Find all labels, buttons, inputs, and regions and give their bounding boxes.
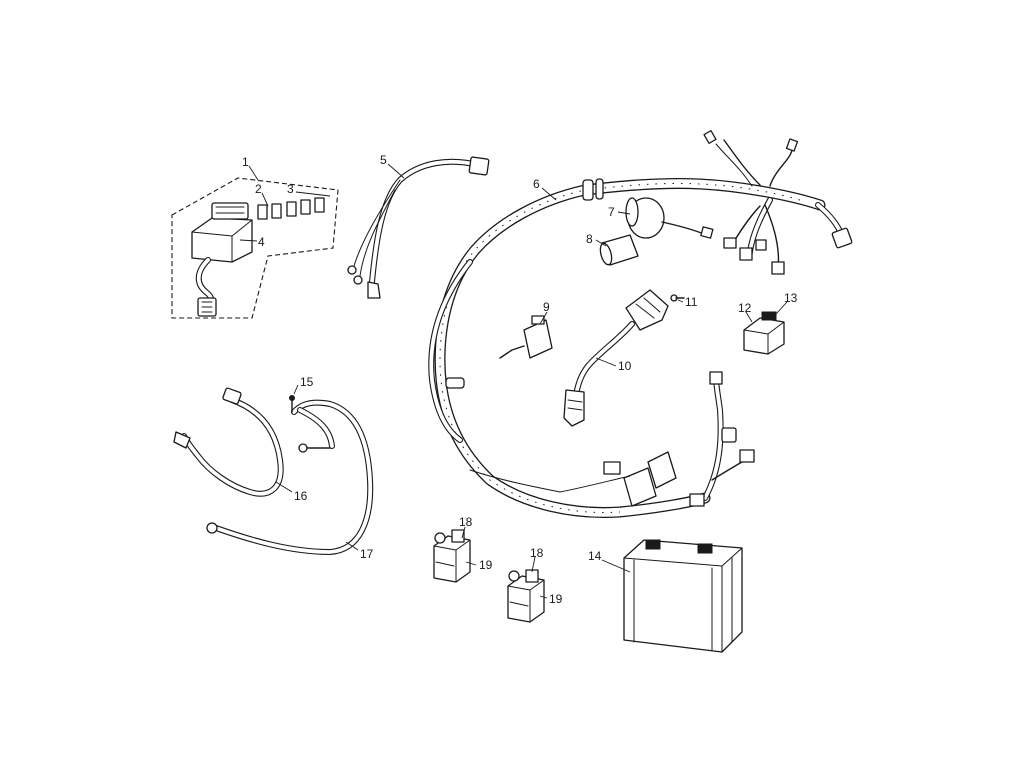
fuse [271, 203, 282, 219]
label-part-16: 16 [294, 489, 308, 503]
fuse [300, 199, 311, 215]
battery [623, 539, 743, 653]
label-part-11: 11 [685, 295, 698, 309]
battery-terminal-positive [697, 543, 713, 554]
harness-connector [721, 427, 737, 443]
relay-bolt [508, 570, 520, 582]
ring-terminal [353, 275, 363, 285]
harness-grommet [445, 377, 465, 389]
fuse-holder-cover [211, 202, 249, 220]
harness-relay-block [647, 451, 677, 489]
harness-grommet [595, 178, 604, 200]
label-part-3: 3 [287, 182, 294, 196]
harness-connector [603, 461, 621, 475]
relay-body [507, 575, 545, 623]
label-part-8: 8 [586, 232, 593, 246]
harness-connector [755, 239, 767, 251]
label-part-18-left: 18 [459, 515, 473, 529]
label-part-13: 13 [784, 291, 798, 305]
ring-terminal [347, 265, 357, 275]
spark-plug-cap [563, 389, 585, 427]
coil-cap-face [625, 197, 639, 227]
bullet-connector [785, 138, 799, 152]
harness-connector [689, 493, 705, 507]
label-part-18-right: 18 [530, 546, 544, 560]
fuse-box-assembly [171, 177, 339, 319]
label-part-9: 9 [543, 300, 550, 314]
label-part-17: 17 [360, 547, 374, 561]
label-part-10: 10 [618, 359, 632, 373]
harness-grommet [582, 179, 594, 201]
harness-connector [739, 449, 755, 463]
harness-connector [709, 371, 723, 385]
battery-terminal-negative [645, 539, 661, 550]
cable-terminal-boot [222, 387, 242, 405]
relay-right [507, 569, 545, 623]
label-part-19-left: 19 [479, 558, 493, 572]
label-part-5: 5 [380, 153, 387, 167]
sub-harness-plug [367, 281, 381, 299]
cdi-module-terminals [761, 311, 777, 321]
fuse [257, 204, 268, 220]
main-wire-harness [428, 130, 853, 518]
leader-lines [239, 163, 788, 599]
harness-connector [771, 261, 785, 275]
label-part-7: 7 [608, 205, 615, 219]
relay-bracket [451, 529, 465, 543]
label-part-6: 6 [533, 177, 540, 191]
headlight-connector [831, 227, 853, 249]
sensor-cap [531, 315, 545, 325]
label-part-1: 1 [242, 155, 249, 169]
sensor-body [523, 319, 553, 359]
battery-cable-16 [173, 387, 284, 497]
part-labels: 1 2 3 4 5 6 7 8 9 10 11 12 13 14 15 16 1… [242, 153, 798, 606]
cdi-module [743, 311, 785, 355]
cable-terminal [173, 431, 191, 449]
harness-band-opening [599, 242, 613, 266]
cable-ring-terminal [298, 443, 308, 453]
cdi-module-body [743, 317, 785, 355]
fuse [286, 201, 297, 217]
coil-bolt [670, 294, 685, 302]
relay-bolt [434, 532, 446, 544]
label-part-15: 15 [300, 375, 314, 389]
coil-cap-terminal [700, 226, 714, 239]
label-part-19-right: 19 [549, 592, 563, 606]
relay-left [433, 529, 471, 583]
coil-cap [625, 197, 714, 239]
bullet-connector [703, 130, 717, 144]
sub-harness [347, 156, 490, 299]
ignition-coil-body [625, 289, 669, 331]
harness-band [599, 234, 639, 266]
fuse-box-group-outline [171, 177, 339, 319]
cable-ring-terminal [206, 522, 218, 534]
terminal-screw [289, 395, 295, 413]
harness-connector [723, 237, 737, 249]
label-part-2: 2 [255, 182, 262, 196]
harness-connector-block [623, 467, 657, 507]
ignition-coil [563, 289, 669, 427]
battery-case [623, 539, 743, 653]
sub-harness-connector [468, 156, 490, 176]
label-part-12: 12 [738, 301, 752, 315]
harness-connector [739, 247, 753, 261]
label-part-14: 14 [588, 549, 602, 563]
sensor [499, 315, 553, 359]
fuse [314, 197, 325, 213]
battery-cable-17 [206, 399, 374, 555]
label-part-4: 4 [258, 235, 265, 249]
